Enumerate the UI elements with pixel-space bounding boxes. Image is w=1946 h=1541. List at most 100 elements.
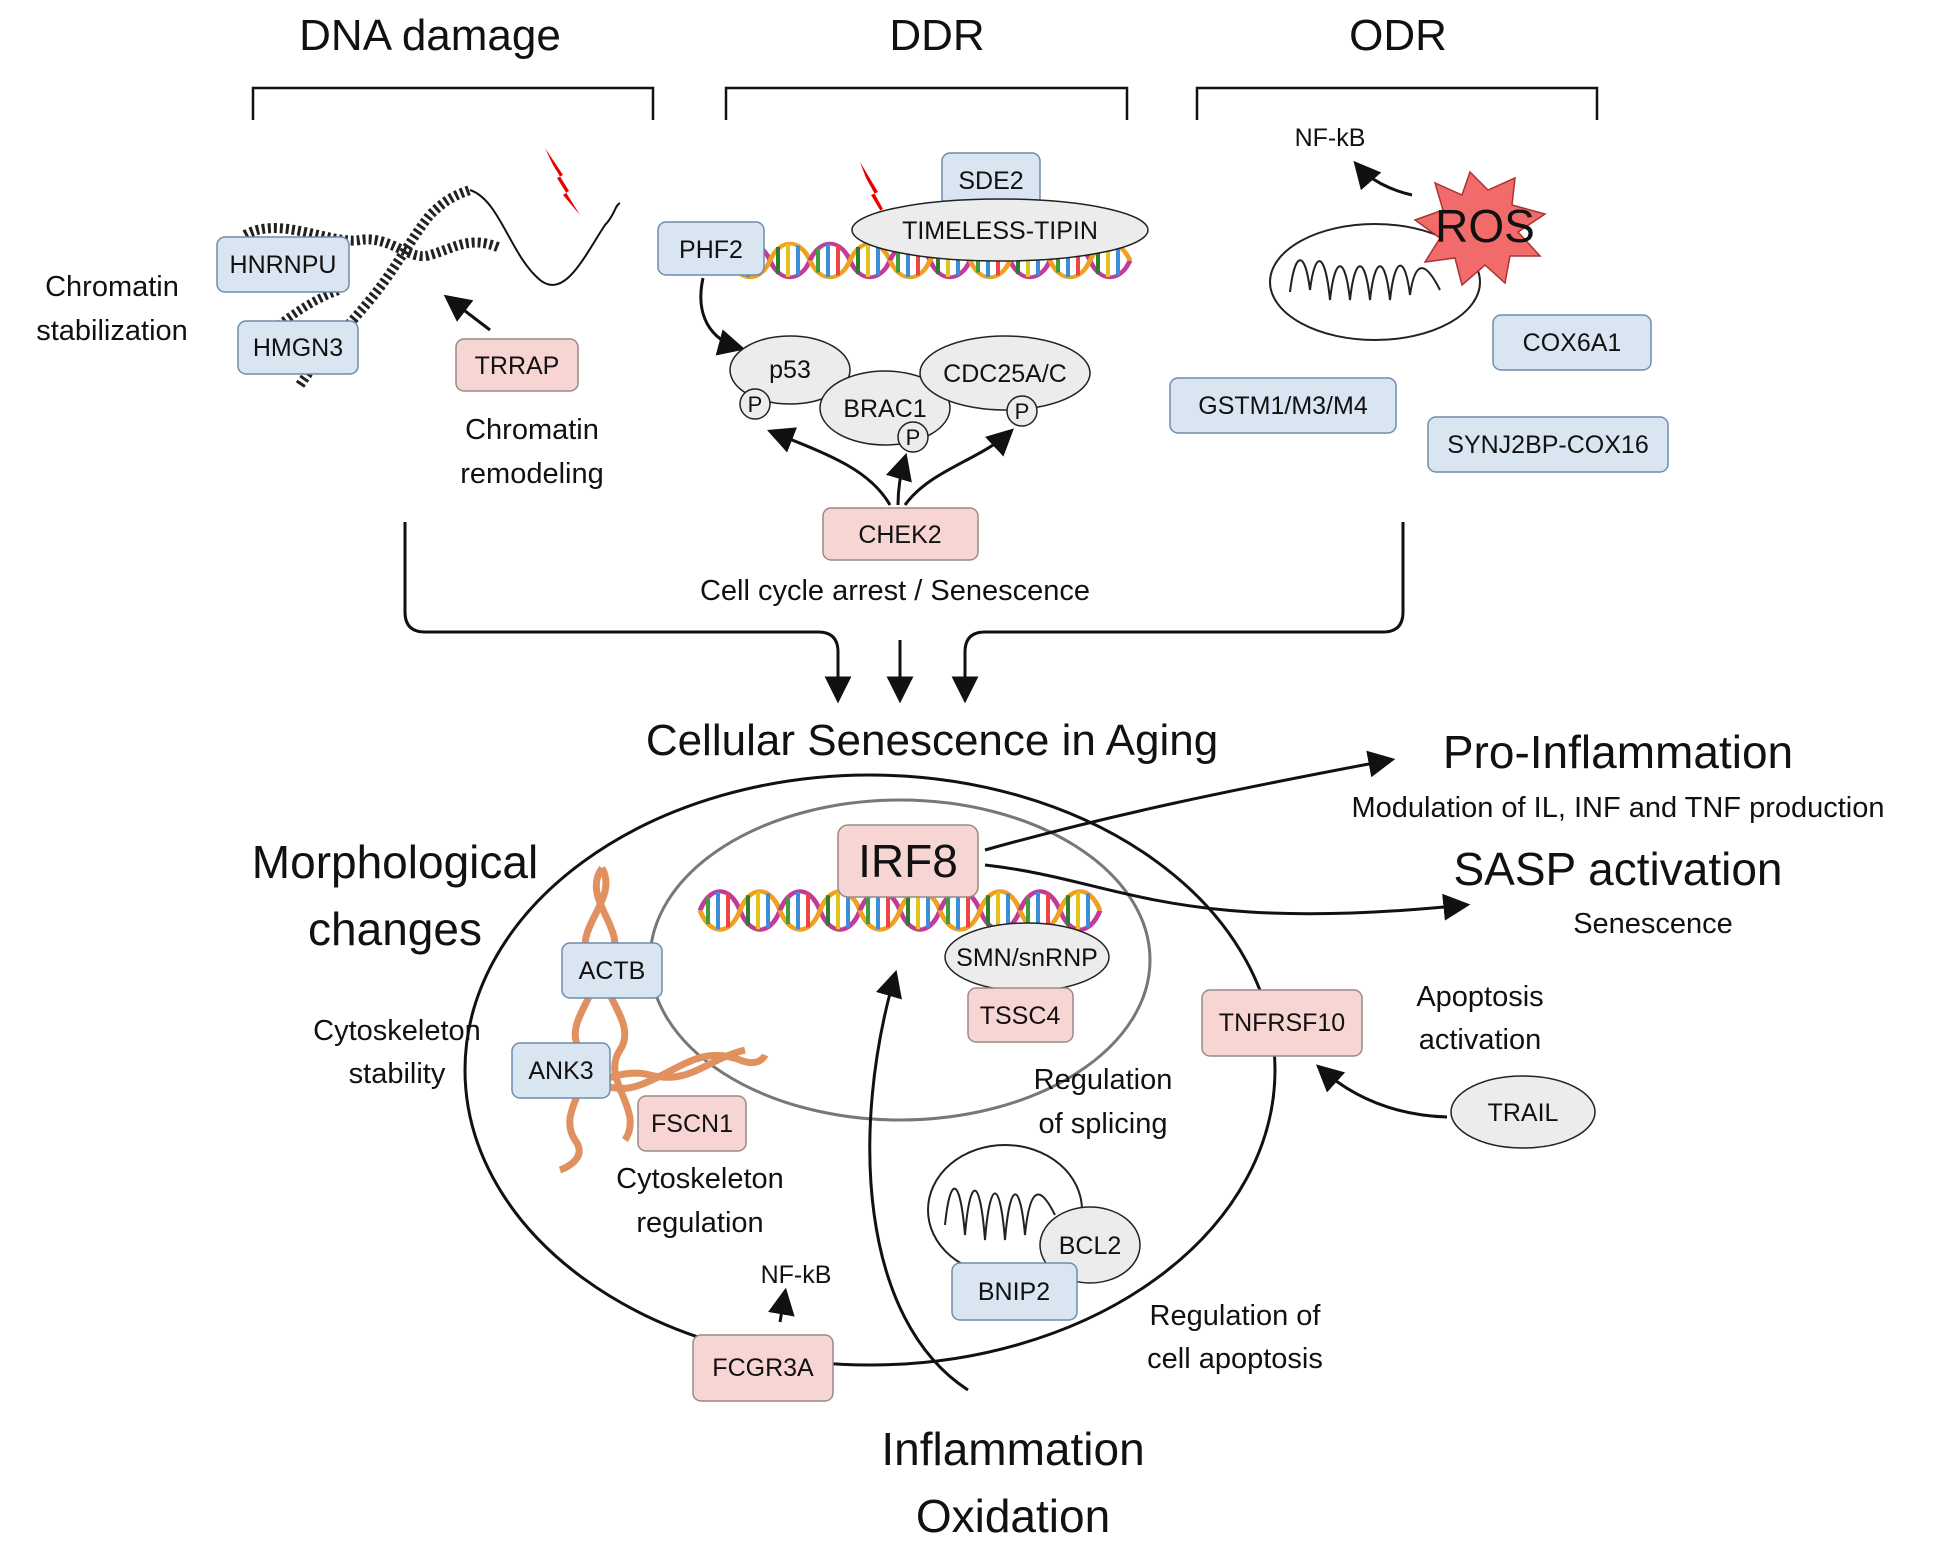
cyto-stab-line2: stability (349, 1058, 446, 1090)
smn-label: SMN/snRNP (956, 944, 1098, 972)
p53-phospho-label: P (748, 392, 763, 417)
p53-phospho (739, 388, 771, 420)
senescence-caption: Senescence (1573, 908, 1733, 940)
inflammation-label: Inflammation (881, 1423, 1144, 1475)
phf2-to-p53-arrow (699, 277, 746, 356)
brac1-phospho (897, 421, 929, 453)
cyto-stab-line1: Cytoskeleton (313, 1015, 481, 1047)
ank3-label: ANK3 (528, 1057, 593, 1085)
chromatin-remodeling-line1: Chromatin (465, 414, 599, 446)
trrap-label: TRRAP (475, 352, 560, 380)
brac1-label: BRAC1 (843, 395, 926, 423)
synj2bp-box (1427, 416, 1669, 473)
chromatin-stabilization-line2: stabilization (36, 315, 188, 347)
synj2bp-label: SYNJ2BP-COX16 (1447, 431, 1648, 459)
actb-label: ACTB (579, 957, 646, 985)
morph-line1: Morphological (252, 836, 538, 888)
bracket-ddr (724, 86, 1129, 120)
fcgr3a-label: FCGR3A (712, 1354, 814, 1382)
reg-apoptosis-line1: Regulation of (1150, 1300, 1322, 1332)
phf2-box (657, 221, 765, 276)
header-ddr: DDR (889, 11, 984, 60)
ank3-box (511, 1042, 611, 1099)
gstm-box (1169, 377, 1397, 434)
dna-damage-converge-arrow (403, 522, 852, 704)
irf8-to-proinflammation-arrow (984, 750, 1396, 852)
header-odr: ODR (1349, 11, 1447, 60)
trail-to-tnfrsf10-arrow (1315, 1064, 1448, 1119)
reg-apoptosis-line2: cell apoptosis (1147, 1343, 1323, 1375)
header-dna-damage: DNA damage (299, 11, 561, 60)
trail-oval (1450, 1075, 1596, 1149)
timeless-tipin-label: TIMELESS-TIPIN (902, 217, 1098, 245)
chek2-to-p53-arrow (766, 427, 892, 506)
tssc4-label: TSSC4 (980, 1002, 1061, 1030)
ros-label: ROS (1435, 200, 1535, 252)
trrap-arrow (443, 294, 491, 332)
irf8-label: IRF8 (858, 835, 958, 887)
timeless-tipin-oval (851, 198, 1149, 262)
bnip2-box (951, 1262, 1078, 1321)
lightning-ddr-icon (860, 162, 898, 240)
cyto-reg-line2: regulation (636, 1207, 763, 1239)
brac1-phospho-label: P (906, 425, 921, 450)
sasp-title: SASP activation (1453, 843, 1782, 895)
bnip2-label: BNIP2 (978, 1278, 1050, 1306)
ros-burst-icon (1413, 170, 1547, 287)
hnrnpu-box (216, 236, 350, 293)
modulation-caption: Modulation of IL, INF and TNF production (1351, 792, 1884, 824)
chromatin-stabilization-line1: Chromatin (45, 271, 179, 303)
phf2-label: PHF2 (679, 236, 743, 264)
chek2-box (822, 507, 979, 561)
lightning-icon (545, 148, 580, 215)
splicing-line1: Regulation (1034, 1064, 1173, 1096)
odr-nfkb-label: NF-kB (1295, 124, 1366, 152)
apoptosis-line1: Apoptosis (1416, 981, 1543, 1013)
cell-membrane (463, 773, 1277, 1367)
chek2-to-brac1-arrow (885, 452, 912, 506)
fcgr3a-box (692, 1334, 834, 1402)
fscn1-label: FSCN1 (651, 1110, 733, 1138)
pro-inflammation-title: Pro-Inflammation (1443, 726, 1793, 778)
chek2-label: CHEK2 (858, 521, 941, 549)
bcl2-label: BCL2 (1059, 1232, 1122, 1260)
p53-label: p53 (769, 356, 811, 384)
tnfrsf10-label: TNFRSF10 (1219, 1009, 1345, 1037)
cox6a1-label: COX6A1 (1523, 329, 1622, 357)
splicing-line2: of splicing (1039, 1108, 1168, 1140)
center-title: Cellular Senescence in Aging (646, 716, 1218, 765)
ros-to-nfkb-arrow (1353, 160, 1413, 197)
chromatin-remodeling-line2: remodeling (460, 458, 603, 490)
hnrnpu-label: HNRNPU (230, 251, 337, 279)
morph-line2: changes (308, 903, 482, 955)
tssc4-box (967, 987, 1074, 1043)
p53-oval (729, 335, 851, 405)
irf8-to-sasp-arrow (984, 863, 1471, 921)
irf8-box (837, 824, 979, 898)
ddr-caption: Cell cycle arrest / Senescence (700, 575, 1090, 607)
cox6a1-box (1492, 314, 1652, 371)
cdc25-oval (919, 335, 1091, 411)
actb-box (561, 942, 663, 999)
mitochondrion-icon (1269, 223, 1481, 341)
fscn1-box (637, 1095, 747, 1152)
fcgr3a-to-nfkb-arrow (768, 1287, 795, 1323)
hmgn3-box (237, 320, 359, 375)
inflammation-arrow (868, 969, 969, 1392)
bracket-odr (1195, 86, 1599, 120)
hmgn3-label: HMGN3 (253, 334, 343, 362)
apoptosis-line2: activation (1419, 1024, 1542, 1056)
trail-label: TRAIL (1488, 1099, 1559, 1127)
cdc25-label: CDC25A/C (943, 360, 1067, 388)
chek2-to-cdc25-arrow (903, 428, 1014, 506)
sde2-label: SDE2 (958, 167, 1023, 195)
cyto-reg-line1: Cytoskeleton (616, 1163, 784, 1195)
cell-nfkb-label: NF-kB (761, 1261, 832, 1289)
oxidation-label: Oxidation (916, 1490, 1110, 1541)
cdc25-phospho-label: P (1015, 399, 1030, 424)
odr-converge-arrow (951, 522, 1405, 704)
bracket-dna-damage (251, 86, 655, 120)
cdc25-phospho (1006, 395, 1038, 427)
gstm-label: GSTM1/M3/M4 (1198, 392, 1368, 420)
